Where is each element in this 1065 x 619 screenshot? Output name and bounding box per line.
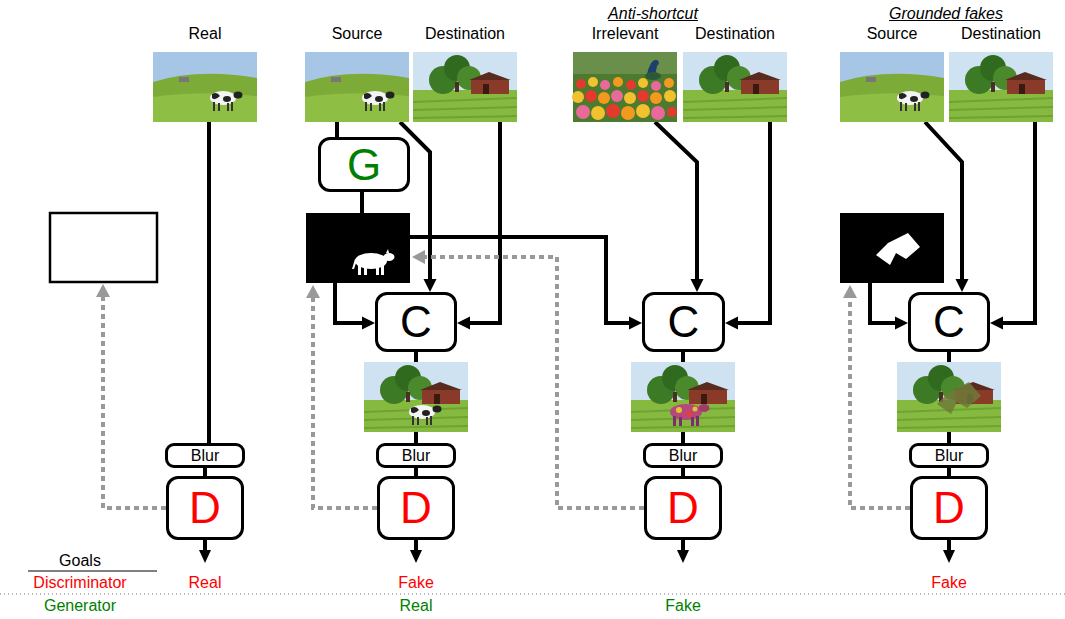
connector [655, 122, 704, 292]
arrow-head [691, 279, 704, 292]
tile-heading: Irrelevant [592, 24, 659, 44]
arrow-head [362, 317, 375, 330]
gradient-arrows [103, 257, 910, 508]
blur-box: Blur [165, 443, 245, 468]
blur-box: Blur [643, 443, 723, 468]
box-label: Blur [191, 448, 219, 464]
image-tile: Destination [683, 22, 787, 122]
arrow-head [629, 317, 642, 330]
connector [205, 468, 206, 476]
connector-line [1000, 122, 1035, 323]
goals-rule [28, 571, 157, 572]
compositor-box: C [375, 292, 457, 352]
box-label: D [189, 486, 221, 530]
image-tile: Destination [949, 22, 1053, 122]
tile-heading: Source [867, 24, 918, 44]
random-mask [840, 213, 944, 283]
composite-image [364, 362, 468, 432]
dotted-separator [0, 594, 1065, 595]
connector [990, 122, 1035, 330]
discriminator-box: D [377, 476, 455, 540]
mask-wire [870, 282, 898, 323]
connector [416, 468, 417, 476]
image-tile: Irrelevant [573, 22, 677, 122]
discriminator-box: D [166, 476, 244, 540]
arrow-head [725, 317, 738, 330]
connector-line [335, 122, 339, 137]
photo-destination [413, 52, 517, 122]
connector [457, 122, 500, 330]
output-arrows [205, 540, 949, 552]
empty-mask [50, 213, 157, 282]
text-label: Anti-shortcut [606, 5, 700, 23]
box-label: Blur [402, 448, 430, 464]
output-arrow-heads [199, 550, 955, 563]
connector [209, 122, 210, 443]
text-label: Fake [929, 574, 969, 592]
photo-source [840, 52, 944, 122]
box-label: D [933, 486, 965, 530]
tile-heading: Destination [425, 24, 505, 44]
text-label: Fake [396, 574, 436, 592]
photo-real [153, 52, 257, 122]
text-label: Discriminator [31, 574, 128, 592]
tile-heading: Destination [695, 24, 775, 44]
box-label: C [400, 300, 432, 344]
text-label: Generator [42, 597, 118, 615]
arrow-head [424, 279, 437, 292]
arrow-head [990, 317, 1003, 330]
text-label: Real [398, 597, 435, 615]
blur-box: Blur [376, 443, 456, 468]
connector [683, 468, 684, 476]
photo-source [305, 52, 409, 122]
box-label: D [667, 486, 699, 530]
image-tile: Real [153, 22, 257, 122]
tile-heading: Destination [961, 24, 1041, 44]
discriminator-box: D [910, 476, 988, 540]
text-label: Real [187, 574, 224, 592]
arrow-head [457, 317, 470, 330]
image-tile: Source [840, 22, 944, 122]
box-label: C [933, 300, 965, 344]
cow-mask [306, 213, 410, 283]
connector-line [947, 468, 951, 476]
photo-irrelevant [572, 52, 677, 122]
image-tile: Source [305, 22, 409, 122]
connector-line [735, 122, 770, 323]
text-label: Grounded fakes [887, 5, 1005, 23]
connector-line [467, 122, 500, 323]
connector [725, 122, 770, 330]
arrow-head [895, 317, 908, 330]
connector-line [655, 122, 697, 282]
generator-box: G [318, 137, 410, 192]
compositor-box: C [908, 292, 990, 352]
connector-line [203, 468, 207, 476]
photo-destination [949, 52, 1053, 122]
tile-heading: Real [189, 24, 222, 44]
connector [949, 468, 950, 476]
tile-heading: Source [332, 24, 383, 44]
composite-image [631, 362, 735, 432]
box-label: G [347, 143, 381, 187]
connector-line [414, 468, 418, 476]
text-label: Goals [57, 552, 103, 570]
blur-box: Blur [909, 443, 989, 468]
connector [337, 122, 338, 137]
box-label: C [668, 300, 700, 344]
box-label: D [400, 486, 432, 530]
image-tile: Destination [413, 22, 517, 122]
connector-line [681, 468, 685, 476]
box-label: Blur [935, 448, 963, 464]
text-label: Fake [663, 597, 703, 615]
gradient-arrow-heads [96, 250, 857, 298]
composite-image [897, 362, 1001, 432]
compositor-box: C [642, 292, 725, 352]
discriminator-box: D [644, 476, 722, 540]
arrow-head [956, 279, 969, 292]
photo-destination [683, 52, 787, 122]
box-label: Blur [669, 448, 697, 464]
connector-line [207, 122, 211, 443]
